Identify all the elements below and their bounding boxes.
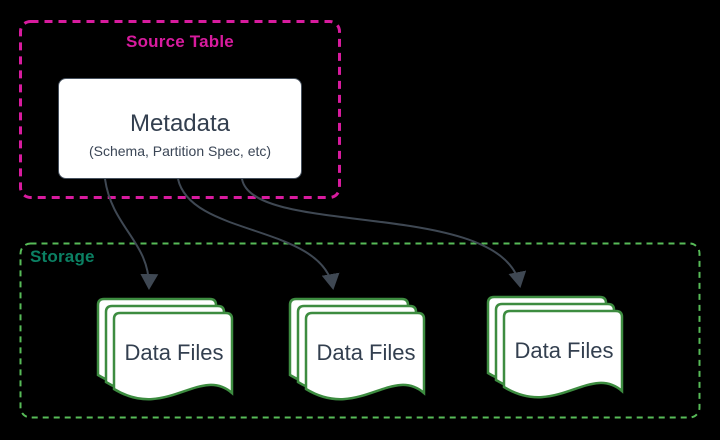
document-sheet-icon xyxy=(304,311,426,401)
data-files-label: Data Files xyxy=(316,340,415,365)
data-files-label: Data Files xyxy=(514,338,613,363)
data-files-stack-1: Data Files xyxy=(96,297,234,401)
data-files-label: Data Files xyxy=(124,340,223,365)
arrow-metadata-to-datafiles-1 xyxy=(104,178,159,290)
arrow-metadata-to-datafiles-2 xyxy=(177,178,340,290)
document-sheet-icon xyxy=(502,309,624,399)
data-files-stack-2: Data Files xyxy=(288,297,426,401)
data-files-stack-3: Data Files xyxy=(486,295,624,399)
metadata-node-title: Metadata xyxy=(129,110,231,138)
storage-label: Storage xyxy=(30,247,95,266)
metadata-node-subtitle: (Schema, Partition Spec, etc) xyxy=(88,142,272,159)
arrow-metadata-to-datafiles-3 xyxy=(241,178,527,288)
document-sheet-icon xyxy=(112,311,234,401)
source-table-label: Source Table xyxy=(126,32,234,51)
metadata-node: Metadata (Schema, Partition Spec, etc) xyxy=(58,78,302,179)
